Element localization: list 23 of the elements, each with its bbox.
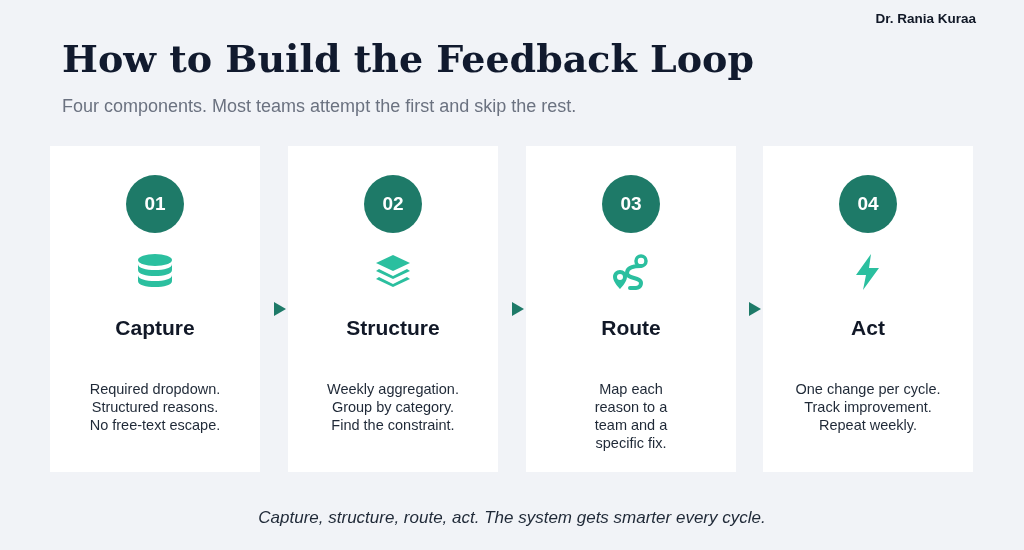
step-card <box>763 146 973 472</box>
arrow <box>749 302 761 316</box>
step-description: One change per cycle. Track improvement. Repeat weekly. <box>794 380 942 434</box>
subtitle: Four components. Most teams attempt the first and skip the rest. <box>62 96 577 117</box>
step-description: Weekly aggregation. Group by category. Find the constraint. <box>326 380 460 434</box>
arrow <box>512 302 524 316</box>
step-number-circle: 03 <box>602 175 660 233</box>
step-description: Required dropdown. Structured reasons. No free-text escape. <box>88 380 222 434</box>
step-title: Act <box>850 316 886 340</box>
step-description: Map each reason to a team and a specific fix. <box>593 380 669 452</box>
step-number-circle: 02 <box>364 175 422 233</box>
step-title: Route <box>600 316 662 340</box>
step-number-circle: 04 <box>839 175 897 233</box>
step-number-circle: 01 <box>126 175 184 233</box>
step-title: Structure <box>345 316 441 340</box>
arrow <box>274 302 286 316</box>
step-card <box>526 146 736 472</box>
step-title: Capture <box>114 316 196 340</box>
step-card <box>50 146 260 472</box>
title: How to Build the Feedback Loop <box>62 36 754 81</box>
caption: Capture, structure, route, act. The system gets smarter every cycle. <box>257 508 767 528</box>
step-card <box>288 146 498 472</box>
byline: Dr. Rania Kuraa <box>875 11 976 26</box>
